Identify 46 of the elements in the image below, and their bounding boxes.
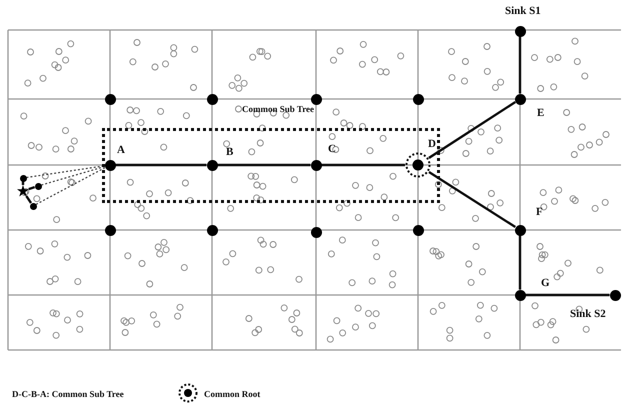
- node-label: D: [428, 138, 436, 150]
- node-dot: [206, 224, 218, 236]
- node-dot: [104, 160, 116, 170]
- node-label: F: [536, 206, 543, 218]
- node-label: A: [117, 144, 125, 156]
- node-dot: [412, 94, 424, 104]
- node-dot: [104, 94, 116, 104]
- node-dot: [206, 94, 218, 104]
- path-line: [518, 236, 522, 290]
- node-dot: [310, 160, 322, 170]
- node-dot: [514, 26, 526, 36]
- path-line: [322, 164, 405, 166]
- path-line: [218, 164, 310, 166]
- legend-label: Common Root: [204, 388, 260, 400]
- node-dot: [514, 290, 526, 300]
- node-dot: [310, 226, 322, 238]
- node-label: Sink S2: [570, 308, 606, 320]
- path-line: [428, 100, 516, 159]
- node-label: Sink S1: [505, 5, 541, 17]
- node-label: C: [328, 143, 336, 155]
- small-node-dot: [20, 174, 26, 182]
- source-star-icon: [17, 185, 29, 197]
- node-dot: [206, 160, 218, 170]
- node-label: E: [537, 107, 544, 119]
- path-line: [526, 294, 610, 296]
- dashed-line: [36, 167, 106, 205]
- path-line: [518, 36, 522, 94]
- node-dot: [514, 224, 526, 236]
- small-node-dot: [30, 202, 36, 210]
- common-root-marker: [405, 152, 431, 178]
- path-line: [28, 186, 36, 190]
- node-dot: [412, 224, 424, 236]
- node-label: B: [226, 146, 234, 158]
- note-text: D-C-B-A: Common Sub Tree: [12, 388, 124, 400]
- path-line: [428, 170, 516, 228]
- dashed-line: [41, 166, 105, 186]
- node-dot: [310, 94, 322, 104]
- node-dot: [104, 224, 116, 236]
- path-line: [25, 195, 32, 204]
- node-dot: [610, 290, 620, 300]
- node-dot: [514, 94, 526, 104]
- region-title: Common Sub Tree: [242, 103, 314, 115]
- dashed-line: [26, 165, 105, 178]
- small-node-dot: [34, 182, 42, 190]
- node-label: G: [541, 277, 550, 289]
- path-line: [116, 164, 206, 166]
